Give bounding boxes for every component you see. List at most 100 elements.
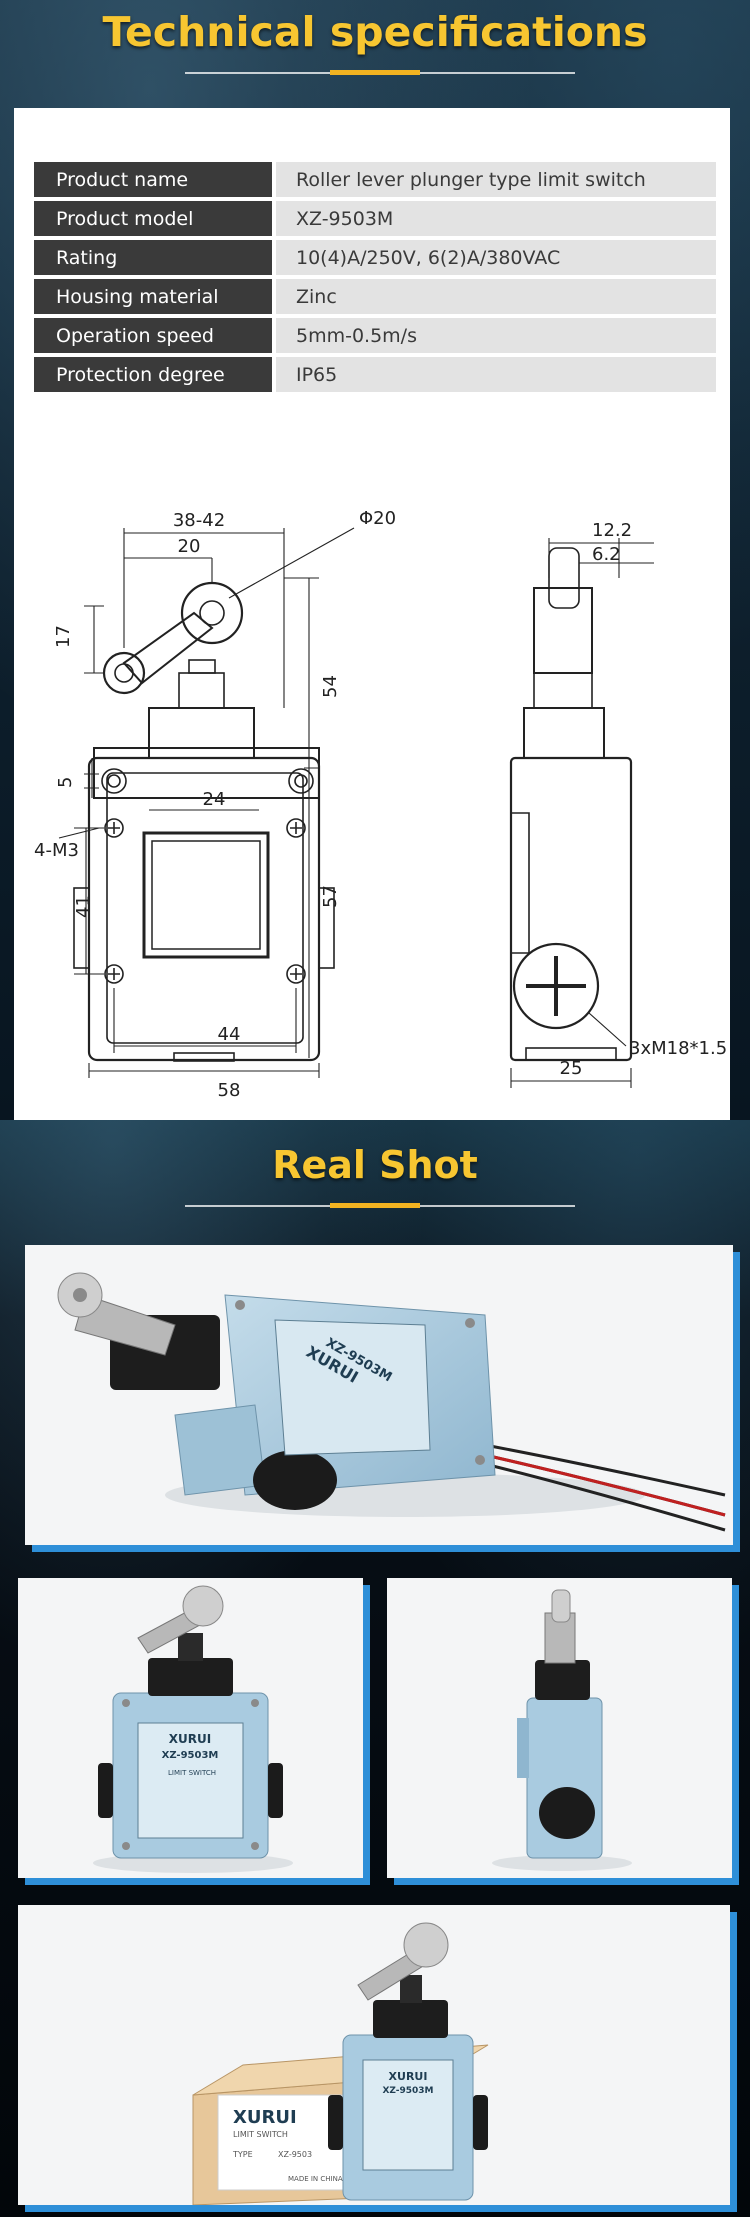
plug-right (473, 2095, 488, 2150)
dim-57: 57 (320, 885, 341, 908)
screw-cross (290, 968, 302, 980)
flange-hole-right-inner (294, 774, 308, 788)
section-title-specs: Technical specifications (102, 8, 648, 56)
screw-icon (475, 1455, 485, 1465)
dim-5: 5 (55, 777, 76, 788)
lever-pivot-inner (114, 663, 134, 683)
dimension-drawing: 38-42 Φ20 20 17 54 5 24 4-M3 41 57 44 58… (34, 508, 727, 1101)
photo-with-box: XURUI LIMIT SWITCH TYPE XZ-9503 MADE IN … (18, 1905, 730, 2206)
photo-side-image (387, 1578, 732, 1878)
side-base (525, 1047, 617, 1061)
plunger (178, 1633, 203, 1661)
screw-cross (290, 822, 302, 834)
dim-phi20: Φ20 (359, 508, 396, 529)
flange-hole-left-inner (107, 774, 121, 788)
screw-cross (108, 968, 120, 980)
spec-key: Product model (34, 201, 272, 236)
spec-key: Rating (34, 240, 272, 275)
side-notch (517, 1718, 529, 1778)
spec-key: Protection degree (34, 357, 272, 392)
dimension-labels: 38-42 Φ20 20 17 54 5 24 4-M3 41 57 44 58… (34, 508, 727, 1101)
dim-line (548, 538, 654, 578)
cable-gland (512, 942, 600, 1030)
roller-hub (199, 600, 225, 626)
roller (551, 1589, 571, 1623)
side-plug (253, 1450, 337, 1510)
head (373, 2000, 448, 2038)
flange (93, 747, 320, 799)
screw-icon (235, 1300, 245, 1310)
box-type-value: XZ-9503 (278, 2150, 312, 2159)
screw-cross (108, 822, 120, 834)
flange-hole-right (288, 768, 314, 794)
section-title-photos: Real Shot (272, 1143, 478, 1187)
side-dimension-lines (510, 538, 654, 1088)
dim-line (304, 578, 319, 1058)
spec-gap (272, 201, 276, 236)
photo-side (387, 1578, 732, 1878)
plunger (400, 1975, 422, 2003)
spec-value: IP65 (276, 357, 716, 392)
head (535, 1660, 590, 1700)
photo-angled: XURUI XZ-9503M (25, 1245, 733, 1545)
spec-key: Operation speed (34, 318, 272, 353)
screw-icon (465, 1318, 475, 1328)
screw-icons (104, 818, 306, 984)
roller (180, 581, 244, 645)
box-brand: XURUI (233, 2107, 297, 2128)
dim-17: 17 (53, 625, 74, 648)
body-inner (106, 772, 304, 1044)
dim-line (84, 758, 99, 798)
leader-4m3 (58, 827, 100, 839)
spec-gap (272, 318, 276, 353)
plug-right (268, 1763, 283, 1818)
spec-key: Product name (34, 162, 272, 197)
plate-model: XZ-9503M (382, 2086, 433, 2096)
plug-left (98, 1763, 113, 1818)
spec-value: Zinc (276, 279, 716, 314)
screw-icon (251, 1842, 259, 1850)
dim-54: 54 (320, 675, 341, 698)
roller-hub (73, 1288, 87, 1302)
spec-gap (272, 279, 276, 314)
spec-value: 5mm-0.5m/s (276, 318, 716, 353)
dim-41: 41 (73, 895, 94, 918)
dim-line (88, 1063, 320, 1078)
spec-value: XZ-9503M (276, 201, 716, 236)
roller (182, 1585, 224, 1627)
spec-key: Housing material (34, 279, 272, 314)
label-window (142, 831, 270, 959)
dim-25: 25 (560, 1058, 583, 1079)
front-view (58, 527, 355, 1078)
box-made: MADE IN CHINA (288, 2175, 343, 2183)
gland (539, 1787, 595, 1839)
box-sub: LIMIT SWITCH (233, 2130, 288, 2139)
label-plate (137, 1722, 244, 1839)
dim-38-42: 38-42 (173, 510, 225, 531)
leader-m18 (588, 1012, 627, 1047)
lever-arm (122, 611, 214, 685)
box-type-label: TYPE (232, 2150, 253, 2159)
plate-brand: XURUI (389, 2070, 428, 2083)
side-head (523, 707, 605, 759)
dim-line (510, 1068, 632, 1088)
dim-line (113, 988, 297, 1053)
heading-rule-accent (330, 70, 420, 75)
side-view (509, 538, 654, 1088)
lever-pivot (102, 651, 146, 695)
side-plunger (533, 672, 593, 709)
leader-phi20 (228, 527, 355, 599)
side-lever (533, 587, 593, 674)
screw-icon (104, 818, 124, 838)
screw-icon (122, 1699, 130, 1707)
side-notch (511, 812, 530, 954)
screw-icon (122, 1842, 130, 1850)
conduit-right (318, 887, 335, 969)
